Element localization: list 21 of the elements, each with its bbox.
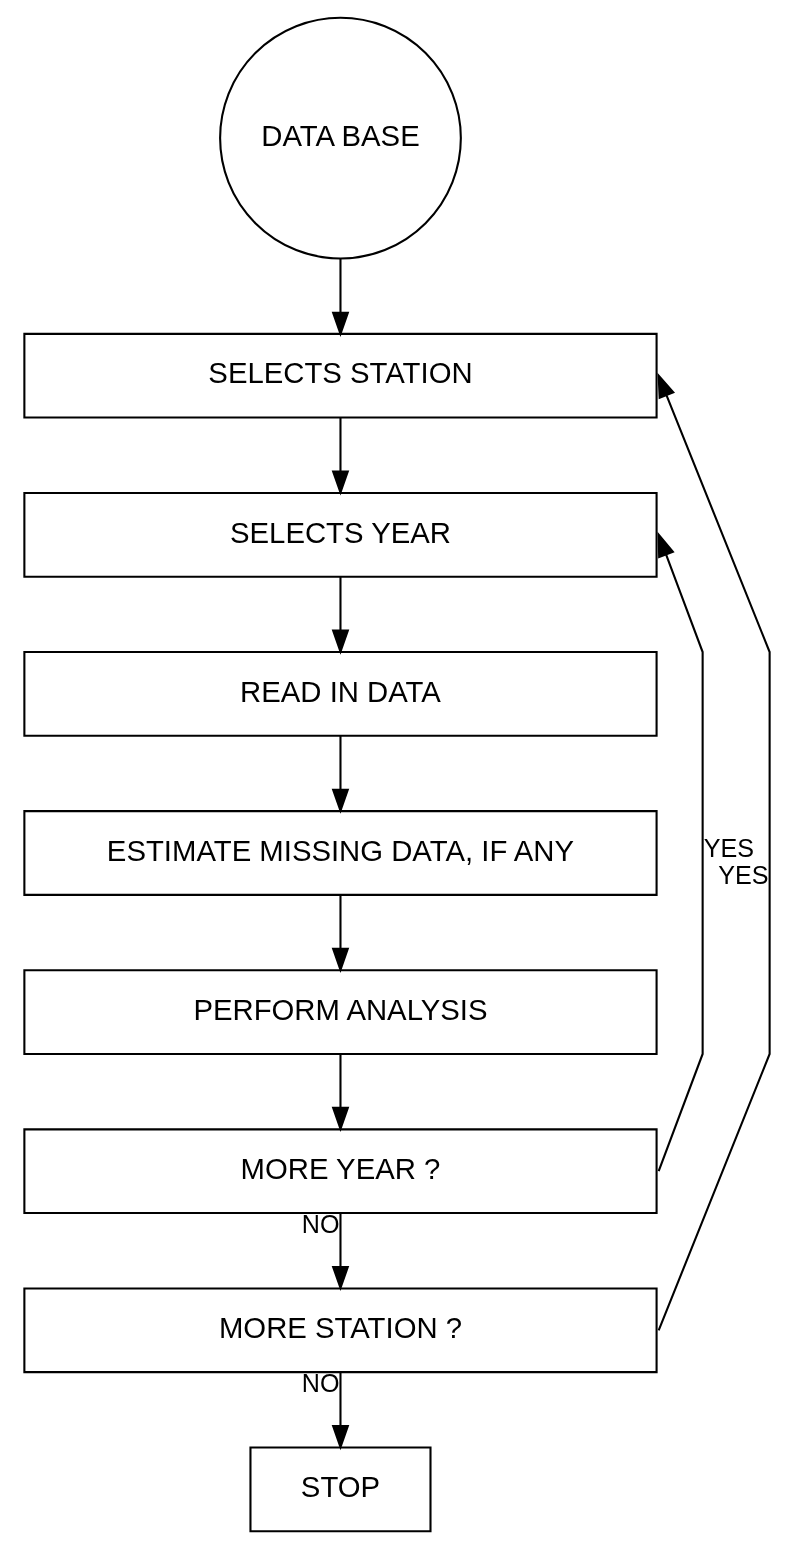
arrow (331, 735, 349, 814)
node-box: MORE STATION ? (22, 1286, 658, 1373)
node-box: READ IN DATA (22, 650, 658, 737)
node-box: STOP (248, 1446, 432, 1532)
node-box: SELECTS STATION (22, 332, 658, 419)
node-circle: DATA BASE (218, 16, 462, 260)
edge-label: YES (717, 860, 769, 889)
node-box: PERFORM ANALYSIS (22, 968, 658, 1055)
arrow (331, 258, 349, 337)
arrow (331, 417, 349, 496)
arrow (657, 531, 704, 1172)
edge-label: YES (703, 833, 754, 861)
arrow (331, 1371, 349, 1450)
arrow (331, 1053, 349, 1132)
arrow (331, 1212, 349, 1291)
node-box: ESTIMATE MISSING DATA, IF ANY (22, 809, 658, 896)
arrow (331, 576, 349, 655)
arrow (657, 372, 771, 1331)
node-box: MORE YEAR ? (22, 1127, 658, 1214)
arrow (331, 894, 349, 973)
node-box: SELECTS YEAR (22, 491, 658, 578)
